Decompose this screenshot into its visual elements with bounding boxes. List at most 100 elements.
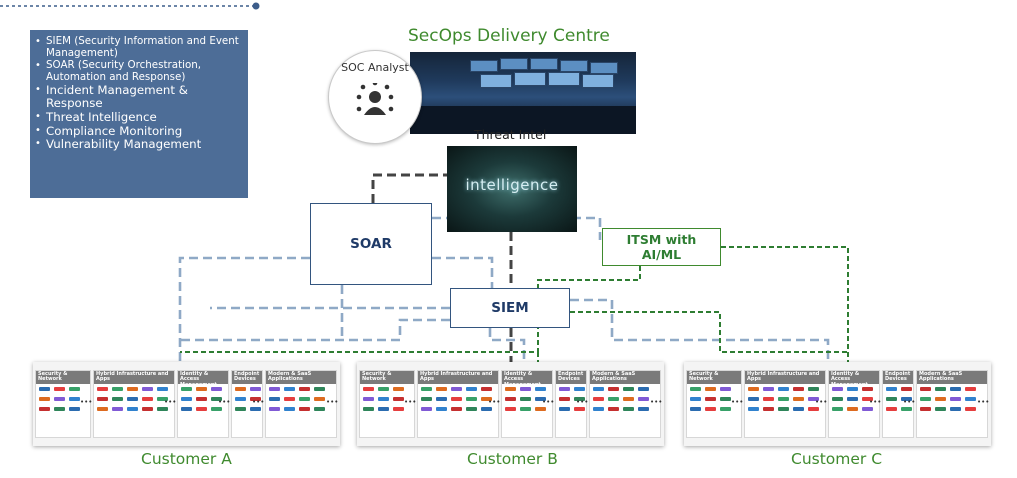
vendor-logo	[157, 387, 168, 391]
siem-customer-a	[180, 318, 450, 342]
vendor-logo	[211, 387, 222, 391]
more-dots-icon: •••	[218, 398, 231, 406]
vendor-logo	[832, 397, 843, 401]
vendor-logo	[157, 397, 168, 401]
vendor-logo	[436, 397, 447, 401]
category-header: Security & Network	[36, 371, 90, 384]
vendor-logo	[284, 387, 295, 391]
itsm-box: ITSM with AI/ML	[602, 228, 721, 266]
vendor-logo	[862, 407, 873, 411]
category-card: Identity & Access Management•••	[828, 370, 882, 438]
vendor-logo	[393, 387, 404, 391]
vendor-logo	[481, 407, 492, 411]
vendor-logo	[965, 397, 976, 401]
vendor-logo	[950, 407, 961, 411]
service-item-incident: Incident Management & Response	[35, 83, 242, 111]
vendor-logo	[421, 387, 432, 391]
vendor-logo	[127, 397, 138, 401]
soar-label: SOAR	[350, 236, 392, 252]
category-header: Endpoint Devices	[556, 371, 586, 384]
vendor-logo	[39, 387, 50, 391]
vendor-logo	[935, 397, 946, 401]
vendor-logo	[559, 397, 570, 401]
vendor-logo	[181, 397, 192, 401]
secops-title: SecOps Delivery Centre	[408, 26, 610, 46]
vendor-logo	[436, 407, 447, 411]
vendor-logo	[314, 407, 325, 411]
vendor-logo	[466, 387, 477, 391]
vendor-logo	[421, 397, 432, 401]
service-item-compliance: Compliance Monitoring	[35, 124, 242, 139]
soar-intel-connector	[371, 173, 447, 203]
more-dots-icon: •••	[252, 398, 265, 406]
vendor-logo	[808, 407, 819, 411]
vendor-logo	[763, 387, 774, 391]
services-list-box: SIEM (Security Information and Event Man…	[30, 30, 248, 198]
vendor-logo	[690, 387, 701, 391]
customer-label: Customer A	[141, 450, 232, 468]
vendor-logo	[935, 407, 946, 411]
vendor-logo	[299, 387, 310, 391]
service-item-vulnerability: Vulnerability Management	[35, 138, 242, 152]
vendor-logo	[847, 387, 858, 391]
vendor-logo	[436, 387, 447, 391]
vendor-logo	[157, 407, 168, 411]
vendor-logo	[593, 387, 604, 391]
category-card: Security & Network•••	[35, 370, 92, 438]
vendor-logo	[623, 407, 634, 411]
vendor-logo	[481, 387, 492, 391]
service-item-threat: Threat Intelligence	[35, 110, 242, 125]
vendor-logo	[748, 387, 759, 391]
vendor-logo	[196, 407, 207, 411]
vendor-logo	[269, 387, 280, 391]
category-card: Endpoint Devices •••	[555, 370, 589, 438]
vendor-logo	[299, 407, 310, 411]
soc-analyst-label: SOC Analyst	[341, 61, 409, 74]
vendor-logo	[393, 407, 404, 411]
vendor-logo	[393, 397, 404, 401]
category-card: Hybrid Infrastructure and Apps•••	[744, 370, 828, 438]
vendor-logo	[763, 397, 774, 401]
vendor-logo	[832, 387, 843, 391]
vendor-logo	[920, 387, 931, 391]
vendor-logo	[466, 397, 477, 401]
vendor-logo	[363, 407, 374, 411]
category-card: Security & Network•••	[686, 370, 743, 438]
vendor-logo	[793, 387, 804, 391]
vendor-logo	[314, 387, 325, 391]
vendor-logo	[535, 407, 546, 411]
itsm-label: ITSM with AI/ML	[603, 232, 720, 262]
vendor-logo	[451, 407, 462, 411]
threat-intel-label: Threat Intel	[474, 127, 547, 142]
vendor-logo	[142, 387, 153, 391]
vendor-logo	[608, 397, 619, 401]
customer-panel: Security & Network•••Hybrid Infrastructu…	[684, 362, 991, 446]
soar-box: SOAR	[310, 203, 432, 285]
more-dots-icon: •••	[576, 398, 589, 406]
vendor-logo	[793, 407, 804, 411]
vendor-logo	[235, 387, 246, 391]
vendor-logo	[181, 407, 192, 411]
more-dots-icon: •••	[903, 398, 916, 406]
vendor-logo	[535, 387, 546, 391]
more-dots-icon: •••	[404, 398, 417, 406]
vendor-logo	[451, 397, 462, 401]
category-header: Hybrid Infrastructure and Apps	[94, 371, 174, 384]
vendor-logo	[181, 387, 192, 391]
more-dots-icon: •••	[815, 398, 828, 406]
vendor-logo	[520, 387, 531, 391]
vendor-logo	[142, 397, 153, 401]
vendor-logo	[638, 397, 649, 401]
vendor-logo	[965, 407, 976, 411]
vendor-logo	[451, 387, 462, 391]
vendor-logo	[299, 397, 310, 401]
more-dots-icon: •••	[869, 398, 882, 406]
vendor-logo	[690, 407, 701, 411]
vendor-logo	[950, 387, 961, 391]
vendor-logo	[690, 397, 701, 401]
category-card: Endpoint Devices•••	[231, 370, 265, 438]
vendor-logo	[574, 397, 585, 401]
category-card: Identity & Access Management•••	[177, 370, 231, 438]
vendor-logo	[211, 407, 222, 411]
